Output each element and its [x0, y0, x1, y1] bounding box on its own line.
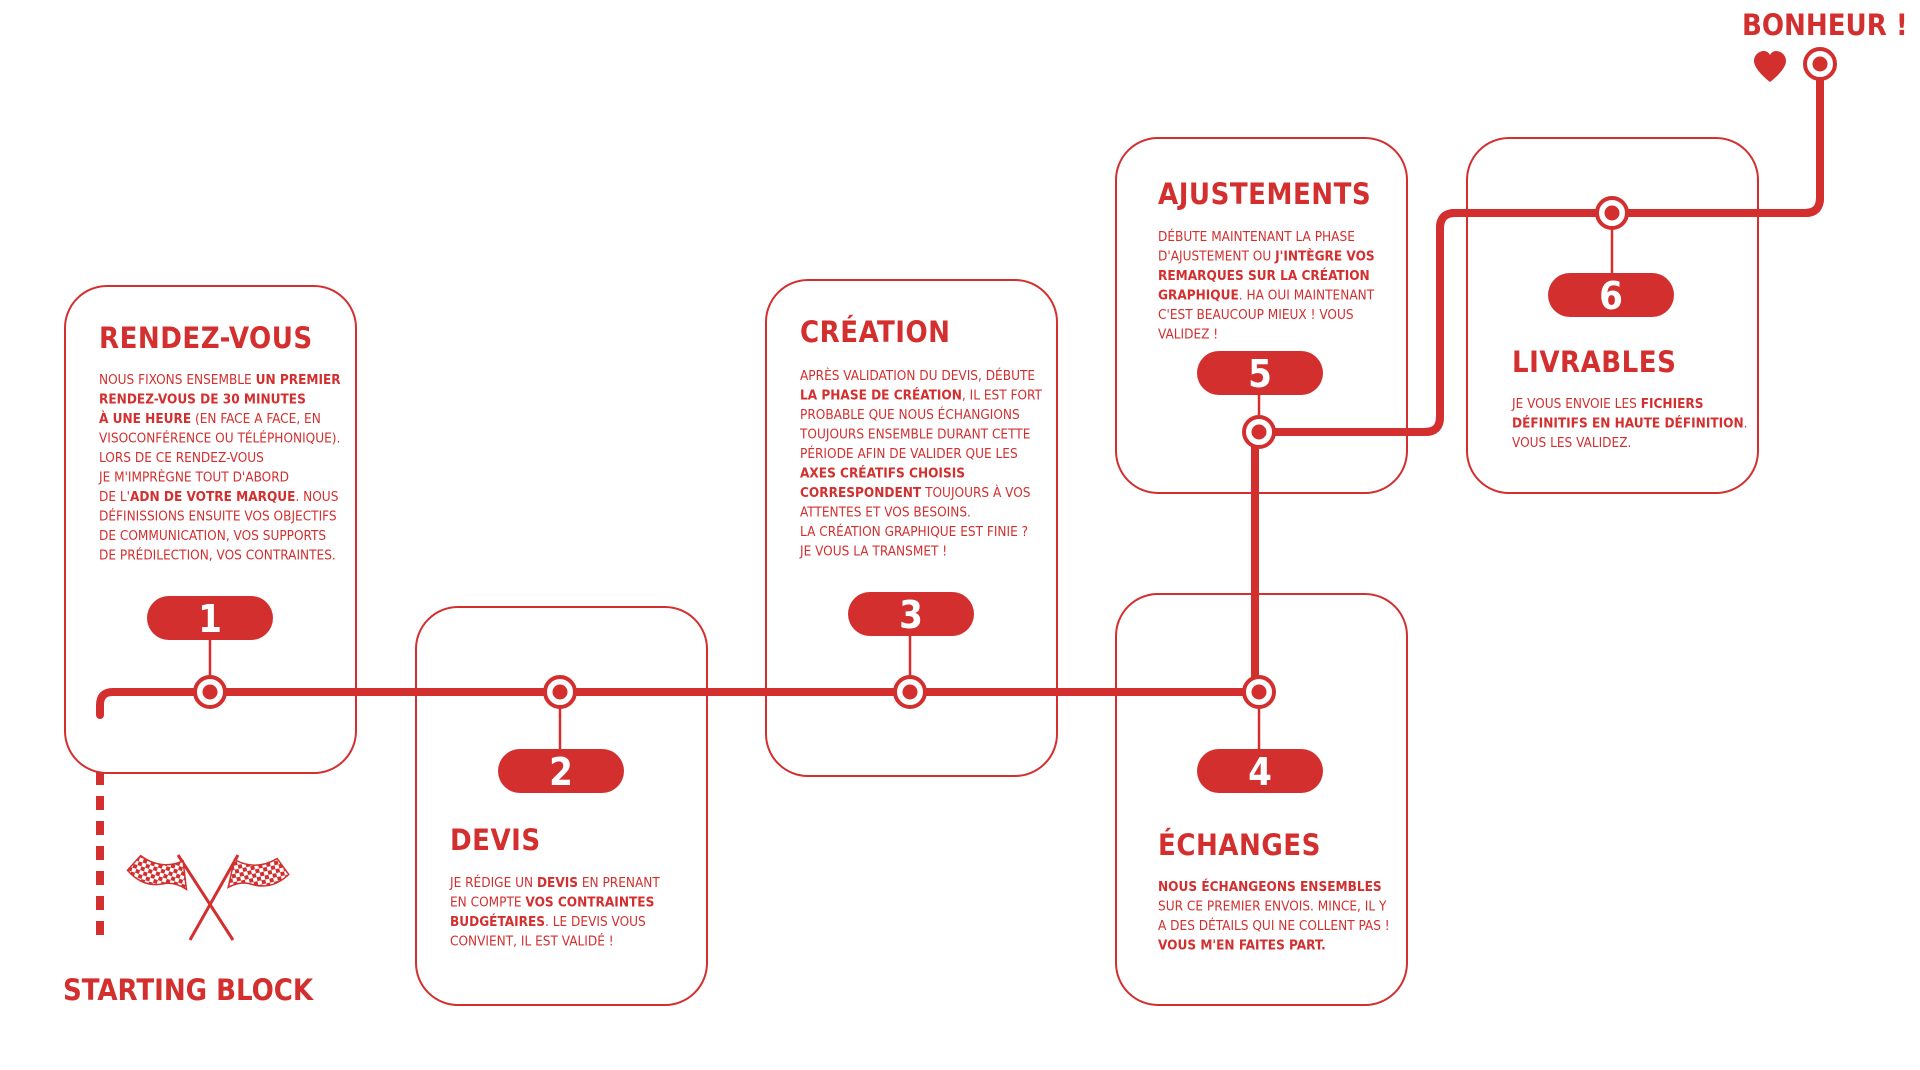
end-node: [1803, 47, 1837, 81]
step-number: 3: [899, 593, 923, 637]
step-number: 5: [1248, 352, 1272, 396]
end-label: BONHEUR !: [1742, 8, 1908, 42]
track-overlay: [96, 60, 1824, 719]
step-card-5: [1115, 137, 1408, 494]
checkered-flags-icon: [126, 854, 290, 941]
step-title: LIVRABLES: [1512, 345, 1676, 379]
step-card-3: [765, 279, 1058, 777]
cards: [64, 137, 1759, 1006]
step-title: CRÉATION: [800, 315, 951, 349]
step-badge-6: 6: [1548, 273, 1674, 318]
step-card-2: [415, 606, 708, 1006]
step-card-4: [1115, 593, 1408, 1006]
step-title: ÉCHANGES: [1158, 828, 1321, 862]
step-card-1: [64, 285, 357, 774]
card-contents: RENDEZ-VOUS NOUS FIXONS ENSEMBLE UN PREMI…: [98, 177, 1748, 954]
track-node-5: [1242, 415, 1276, 449]
step-badge-1: 1: [147, 596, 273, 641]
track-node-6: [1595, 196, 1629, 230]
step-badge-4: 4: [1197, 749, 1323, 794]
track-node-4: [1242, 675, 1276, 709]
step-title: AJUSTEMENTS: [1158, 177, 1371, 211]
step-badge-3: 3: [848, 592, 974, 637]
track-node-1: [193, 675, 227, 709]
step-number: 1: [198, 597, 222, 641]
step-title: RENDEZ-VOUS: [99, 321, 313, 355]
track-node-2: [543, 675, 577, 709]
step-number: 2: [549, 750, 573, 794]
heart-icon: [1754, 51, 1786, 82]
step-title: DEVIS: [450, 823, 541, 857]
step-badge-2: 2: [498, 749, 624, 794]
start-label: STARTING BLOCK: [63, 973, 315, 1007]
step-number: 6: [1599, 274, 1623, 318]
step-number: 4: [1248, 750, 1272, 794]
step-badge-5: 5: [1197, 351, 1323, 396]
track-nodes: [193, 196, 1629, 709]
step-badges: 1 2 3 4 5 6: [147, 273, 1674, 794]
track-node-3: [893, 675, 927, 709]
